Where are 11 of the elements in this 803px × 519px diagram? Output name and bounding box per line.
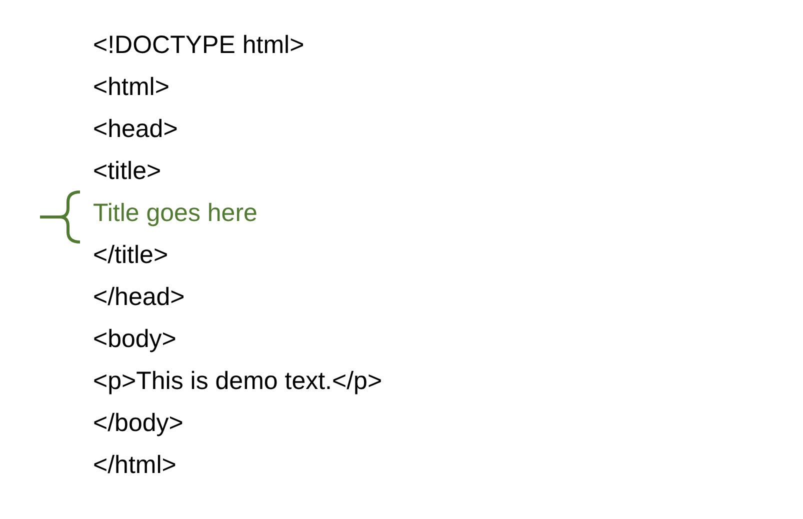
code-line: </head> [93, 282, 185, 312]
code-line: </body> [93, 408, 184, 438]
code-line: <title> [93, 156, 162, 186]
code-line: </html> [93, 450, 176, 480]
code-line: <p>This is demo text.</p> [93, 366, 382, 396]
code-line: <html> [93, 72, 170, 102]
code-line: Title goes here [93, 198, 258, 228]
code-line: <body> [93, 324, 176, 354]
code-line: <!DOCTYPE html> [93, 30, 304, 60]
code-line: </title> [93, 240, 168, 270]
code-line: <head> [93, 114, 178, 144]
